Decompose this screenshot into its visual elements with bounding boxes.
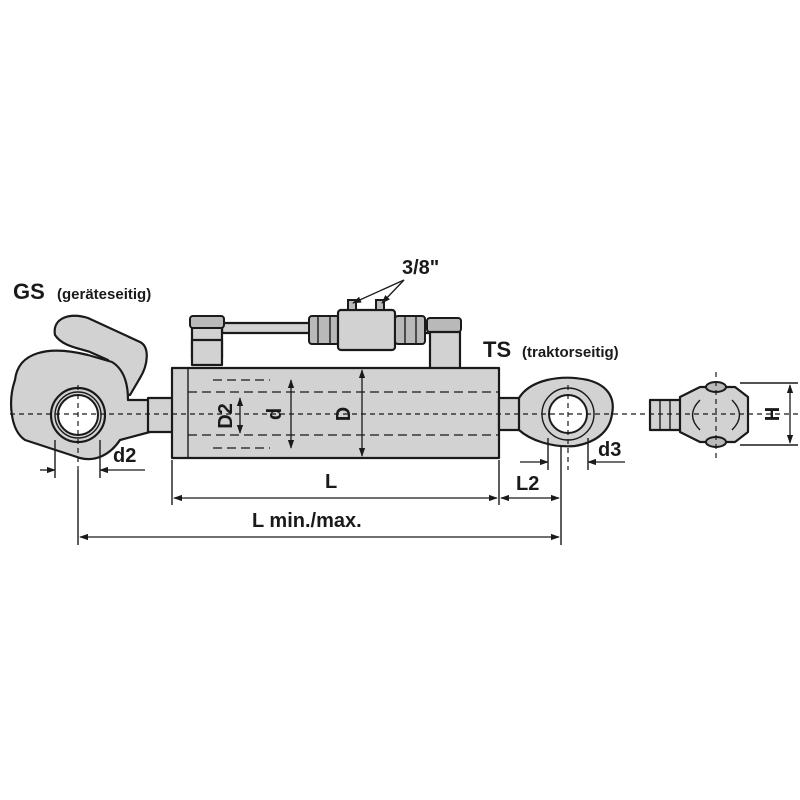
d3-label: d3 [598,439,621,461]
l-minmax-label: L min./max. [252,510,362,532]
outer-d-label: D [333,407,355,421]
d2-label: d2 [113,445,136,467]
valve-block [336,308,397,352]
d2-bore-label: D2 [215,403,237,429]
fitting-size-label: 3/8" [402,257,439,279]
hydraulic-pipe [189,299,462,372]
ts-note: (traktorseitig) [522,344,619,361]
gs-note: (geräteseitig) [57,286,151,303]
gs-coupler [10,314,176,461]
dimension-lines [40,279,798,545]
ts-label: TS [483,337,511,362]
center-lines [10,385,800,470]
l2-label: L2 [516,473,539,495]
eye-side-view [648,372,750,458]
gs-label: GS [13,279,45,304]
cylinder-body [170,366,501,460]
h-label: H [762,407,784,421]
ts-rod-eye [497,376,614,448]
l-label: L [325,471,337,493]
d-label: d [264,408,286,420]
